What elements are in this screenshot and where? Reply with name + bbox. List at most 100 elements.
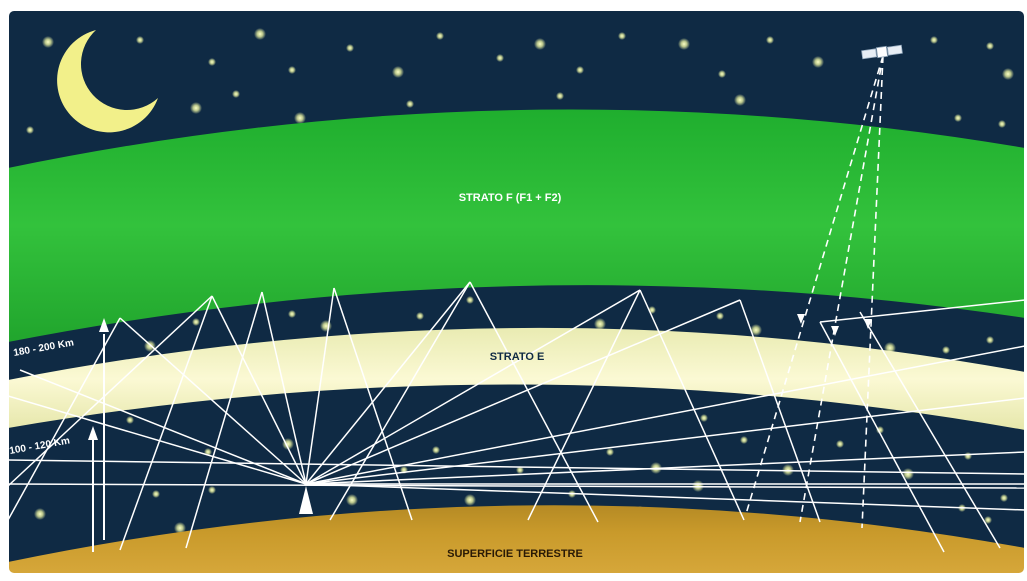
star	[288, 66, 296, 74]
signal-ray	[185, 291, 263, 549]
stars	[26, 28, 1014, 534]
star	[136, 36, 144, 44]
star	[320, 320, 332, 332]
star	[1002, 68, 1014, 80]
star	[954, 114, 962, 122]
star	[288, 310, 296, 318]
signal-ray	[119, 317, 307, 485]
transmitter-icon	[299, 486, 313, 514]
signal-ray	[329, 281, 471, 521]
star	[876, 426, 884, 434]
surface-label: SUPERFICIE TERRESTRE	[447, 548, 583, 560]
star	[208, 486, 216, 494]
star	[34, 508, 46, 520]
signal-ray	[305, 299, 741, 485]
satellite-rays	[745, 55, 884, 529]
crescent-moon-icon	[57, 30, 158, 133]
star	[346, 494, 358, 506]
signal-ray	[859, 311, 1001, 549]
star	[902, 468, 914, 480]
star	[618, 32, 626, 40]
star	[700, 414, 708, 422]
signal-rays	[8, 281, 1025, 553]
signal-ray	[305, 281, 471, 485]
star	[26, 126, 34, 134]
signal-ray	[211, 295, 307, 485]
layer-e-label: STRATO E	[490, 351, 545, 363]
star	[126, 416, 134, 424]
signal-ray	[8, 459, 1025, 475]
star	[436, 32, 444, 40]
star	[346, 44, 354, 52]
star	[174, 522, 186, 534]
star	[716, 312, 724, 320]
star	[986, 42, 994, 50]
star	[464, 494, 476, 506]
star	[718, 70, 726, 78]
earth-surface	[8, 505, 1025, 574]
star	[294, 112, 306, 124]
satellite-ray-arrows	[797, 314, 872, 336]
star	[930, 36, 938, 44]
vertical-rays	[92, 334, 105, 552]
star	[576, 66, 584, 74]
layer-e-band	[8, 327, 1025, 430]
signal-ray	[19, 369, 307, 485]
star	[750, 324, 762, 336]
star	[1000, 494, 1008, 502]
star	[678, 38, 690, 50]
signal-ray	[639, 289, 745, 521]
signal-ray	[819, 321, 945, 553]
star	[606, 448, 614, 456]
signal-ray	[305, 451, 1025, 485]
star	[734, 94, 746, 106]
star	[740, 436, 748, 444]
signal-ray	[819, 299, 1025, 323]
star	[964, 452, 972, 460]
signal-ray	[305, 483, 1025, 511]
star	[836, 440, 844, 448]
star	[208, 58, 216, 66]
star	[152, 490, 160, 498]
signal-ray	[527, 289, 641, 521]
signal-ray	[261, 291, 307, 485]
satellite-icon	[861, 44, 903, 60]
star	[984, 516, 992, 524]
signal-ray	[333, 287, 413, 521]
diagram-border	[7, 9, 1026, 575]
star	[998, 120, 1006, 128]
star	[466, 296, 474, 304]
star	[190, 102, 202, 114]
layer-f-label: STRATO F (F1 + F2)	[459, 192, 562, 204]
signal-ray	[305, 397, 1025, 485]
signal-ray	[305, 289, 641, 485]
star	[594, 318, 606, 330]
signal-ray	[8, 483, 1025, 489]
star	[42, 36, 54, 48]
star	[516, 466, 524, 474]
signal-ray	[305, 345, 1025, 485]
star	[942, 346, 950, 354]
star	[766, 36, 774, 44]
star	[392, 66, 404, 78]
star	[496, 54, 504, 62]
signal-ray	[8, 317, 121, 521]
signal-ray	[469, 281, 599, 523]
layer-f-band	[8, 109, 1025, 342]
star	[192, 318, 200, 326]
signal-ray	[305, 287, 335, 485]
star	[534, 38, 546, 50]
signal-ray	[119, 295, 213, 551]
star	[416, 312, 424, 320]
signal-ray	[8, 395, 307, 485]
star	[254, 28, 266, 40]
star	[986, 336, 994, 344]
star	[232, 90, 240, 98]
star	[556, 92, 564, 100]
star	[406, 100, 414, 108]
star	[432, 446, 440, 454]
vertical-ray-arrows	[88, 318, 109, 440]
signal-ray	[8, 295, 213, 487]
